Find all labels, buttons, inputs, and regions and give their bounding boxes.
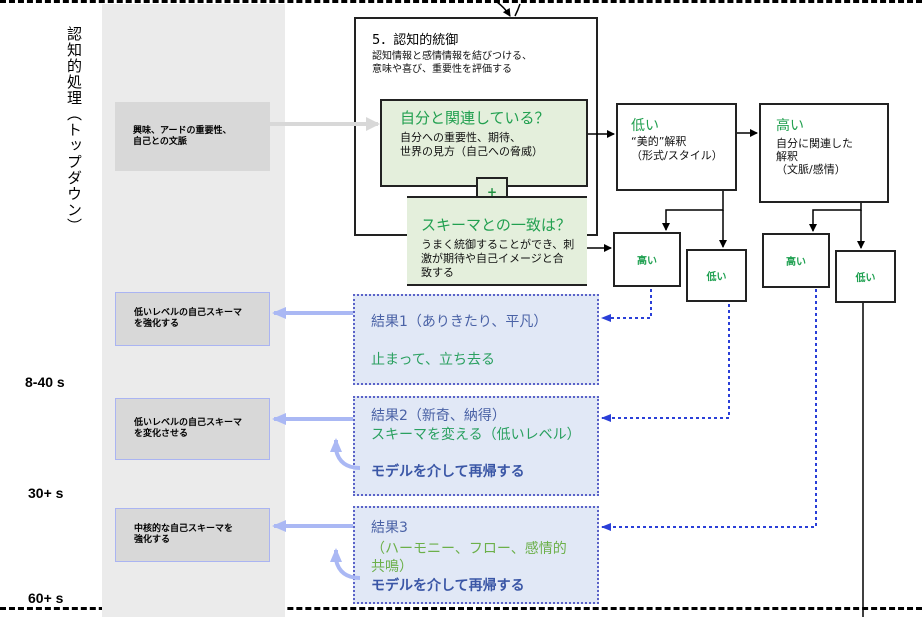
schema-line3: 致する bbox=[421, 266, 454, 279]
time-label-2: 30+ s bbox=[28, 485, 64, 501]
control-title: 5．認知的統御 bbox=[372, 33, 459, 48]
low-branch-line bbox=[662, 191, 724, 231]
high-title: 高い bbox=[776, 118, 804, 134]
plus-icon: + bbox=[486, 185, 498, 199]
result-3-loop: モデルを介して再帰する bbox=[371, 578, 525, 594]
result-3-detail-1: （ハーモニー、フロー、感情的 bbox=[371, 541, 567, 557]
result-3-detail-2: 共鳴） bbox=[371, 559, 413, 575]
return-arrow-3 bbox=[601, 289, 817, 531]
result-2-loop: モデルを介して再帰する bbox=[371, 464, 525, 480]
reinforce-core-schema-box: 中核的な自己スキーマを強化する bbox=[115, 508, 270, 562]
outcome-high-box-1: 高い bbox=[613, 232, 681, 287]
reinforce-core-line2: 強化する bbox=[134, 535, 171, 545]
high-line3: （文脈/感情） bbox=[776, 163, 846, 176]
high-line2: 解釈 bbox=[776, 150, 798, 163]
outcome-low-box-1: 低い bbox=[686, 249, 747, 302]
result-2-title: 結果2（新奇、納得） bbox=[371, 408, 506, 424]
low-title: 低い bbox=[631, 118, 659, 134]
schema-line2: 激が期待や自己イメージと合 bbox=[421, 252, 564, 265]
reinforce-low-schema-box: 低いレベルの自己スキーマを強化する bbox=[115, 292, 270, 346]
relevance-title: 自分と関連している？ bbox=[400, 109, 550, 127]
change-low-line1: 低いレベルの自己スキーマ bbox=[134, 418, 243, 428]
outcome-low-box-2: 低い bbox=[835, 250, 896, 303]
low-line2: （形式/スタイル） bbox=[631, 149, 723, 162]
outcome-high-label-1: 高い bbox=[637, 256, 657, 267]
outcome-high-box-2: 高い bbox=[762, 233, 830, 288]
top-output-line bbox=[514, 3, 521, 17]
return-arrow-1 bbox=[601, 289, 652, 322]
low-line1: “美的”解釈 bbox=[631, 135, 687, 148]
result-1-box: 結果1（ありきたり、平凡） 止まって、立ち去る bbox=[353, 294, 599, 385]
result-1-title: 結果1（ありきたり、平凡） bbox=[371, 314, 548, 330]
top-input-arrow bbox=[496, 1, 511, 17]
change-low-schema-box: 低いレベルの自己スキーマを変化させる bbox=[115, 398, 270, 460]
bottom-boundary-line bbox=[0, 607, 922, 610]
low-desc: “美的”解釈 （形式/スタイル） bbox=[631, 135, 723, 163]
relevance-box: 自分と関連している？ 自分への重要性、期待、 世界の見方（自己への脅威） bbox=[380, 99, 588, 187]
relevance-line2: 世界の見方（自己への脅威） bbox=[400, 145, 543, 158]
control-desc: 認知情報と感情情報を結びつける、 意味や喜び、重要性を評価する bbox=[372, 50, 532, 76]
context-box-line1: 興味、アードの重要性、 bbox=[133, 125, 232, 136]
result-3-box: 結果3 （ハーモニー、フロー、感情的 共鳴） モデルを介して再帰する bbox=[353, 506, 599, 604]
reinforce-low-line1: 低いレベルの自己スキーマ bbox=[134, 308, 243, 318]
result-1-action: 止まって、立ち去る bbox=[371, 352, 496, 368]
high-line1: 自分に関連した bbox=[776, 137, 853, 150]
return-arrow-2 bbox=[601, 304, 730, 422]
context-box-line2: 自己との文脈 bbox=[133, 136, 187, 147]
schema-title: スキーマとの一致は？ bbox=[421, 216, 571, 234]
result-3-title: 結果3 bbox=[371, 520, 408, 536]
reinforce-core-line1: 中核的な自己スキーマを bbox=[134, 524, 234, 534]
control-desc-line1: 認知情報と感情情報を結びつける、 bbox=[372, 51, 532, 62]
high-branch-line bbox=[809, 203, 862, 232]
low-interpretation-box: 低い “美的”解釈 （形式/スタイル） bbox=[616, 103, 737, 191]
time-label-1: 8-40 s bbox=[25, 374, 65, 390]
side-label: 認知的処理（トップダウン） bbox=[65, 26, 83, 234]
high-desc: 自分に関連した 解釈 （文脈/感情） bbox=[776, 137, 853, 176]
schema-desc: うまく統御することができ、刺 激が期待や自己イメージと合 致する bbox=[421, 238, 574, 280]
outcome-low-label-1: 低い bbox=[706, 272, 727, 283]
context-box: 興味、アードの重要性、自己との文脈 bbox=[115, 102, 270, 171]
schema-line1: うまく統御することができ、刺 bbox=[421, 238, 575, 251]
outcome-high-label-2: 高い bbox=[786, 257, 806, 268]
change-low-line2: を変化させる bbox=[134, 429, 189, 439]
schema-box: スキーマとの一致は？ うまく統御することができ、刺 激が期待や自己イメージと合 … bbox=[407, 196, 587, 286]
control-desc-line2: 意味や喜び、重要性を評価する bbox=[372, 64, 512, 75]
high-interpretation-box: 高い 自分に関連した 解釈 （文脈/感情） bbox=[759, 103, 889, 203]
result-2-box: 結果2（新奇、納得） スキーマを変える（低いレベル） モデルを介して再帰する bbox=[353, 396, 599, 496]
result-2-action: スキーマを変える（低いレベル） bbox=[371, 427, 581, 443]
reinforce-low-line2: を強化する bbox=[134, 319, 180, 329]
time-label-3: 60+ s bbox=[28, 590, 64, 606]
top-boundary-line bbox=[0, 0, 922, 3]
relevance-line1: 自分への重要性、期待、 bbox=[400, 131, 521, 144]
outcome-low-label-2: 低い bbox=[855, 273, 876, 284]
relevance-desc: 自分への重要性、期待、 世界の見方（自己への脅威） bbox=[400, 131, 543, 159]
